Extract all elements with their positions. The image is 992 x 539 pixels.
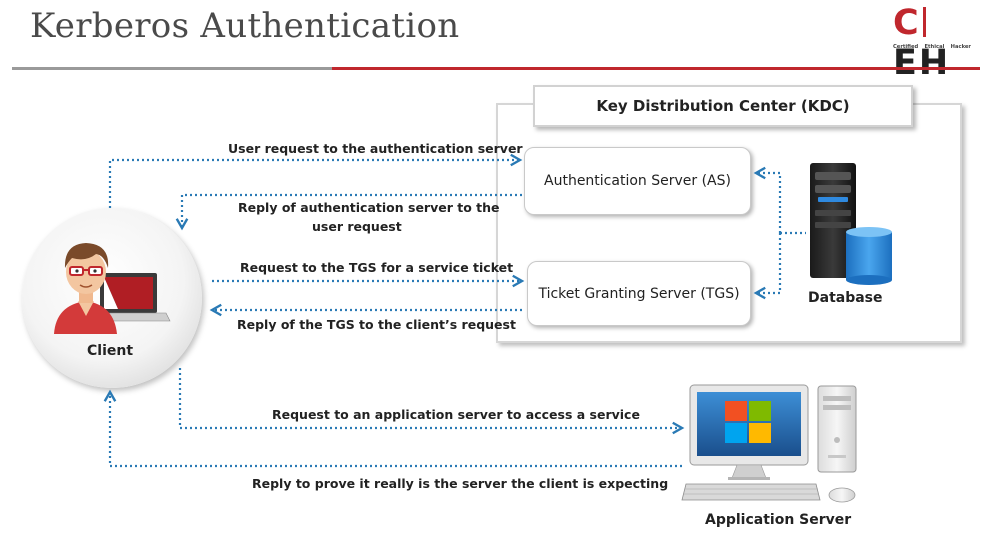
desktop-computer-icon: [689, 384, 809, 480]
ticket-granting-server-box: Ticket Granting Server (TGS): [527, 261, 751, 326]
logo-letter-c: C: [893, 3, 921, 43]
authentication-server-label: Authentication Server (AS): [544, 173, 731, 189]
label-step5: Request to an application server to acce…: [272, 407, 640, 422]
logo-subtitle: Certified Ethical Hacker: [893, 44, 971, 50]
tower-pc-icon: [817, 385, 857, 473]
kdc-title: Key Distribution Center (KDC): [533, 85, 913, 127]
ceh-logo: CEH Certified Ethical Hacker: [893, 3, 971, 83]
windows-logo-icon: [725, 401, 771, 443]
label-step2-line1: Reply of authentication server to the: [238, 200, 500, 215]
logo-letters: CEH: [893, 3, 971, 83]
logo-sub-1: Certified: [893, 44, 919, 50]
authentication-server-box: Authentication Server (AS): [524, 147, 751, 215]
header-divider-red: [332, 67, 980, 70]
database-server-icon: [810, 163, 892, 285]
logo-sub-2: Ethical: [924, 44, 945, 50]
db-link-as: [753, 166, 782, 233]
arrow-step6: [103, 389, 682, 468]
arrow-step5: [178, 368, 685, 435]
label-step1: User request to the authentication serve…: [228, 141, 523, 156]
page-title: Kerberos Authentication: [30, 6, 460, 46]
header-divider-gray: [12, 67, 332, 70]
label-step6: Reply to prove it really is the server t…: [252, 476, 669, 491]
label-step4: Reply of the TGS to the client’s request: [237, 317, 516, 332]
arrow-step2: [175, 193, 522, 231]
client-label: Client: [87, 343, 134, 359]
application-server-label: Application Server: [705, 512, 852, 528]
client-person-laptop-icon: [54, 243, 171, 334]
label-step3: Request to the TGS for a service ticket: [240, 260, 514, 275]
database-label: Database: [808, 290, 883, 306]
keyboard-icon: [681, 483, 821, 501]
logo-sub-3: Hacker: [950, 44, 971, 50]
arrow-step1: [108, 153, 523, 208]
label-step2-line2: user request: [312, 219, 402, 234]
db-link-tgs: [753, 233, 782, 300]
logo-letters-eh: EH: [893, 43, 951, 83]
mouse-icon: [828, 487, 856, 503]
ticket-granting-server-label: Ticket Granting Server (TGS): [538, 285, 740, 302]
logo-divider: [922, 7, 926, 37]
